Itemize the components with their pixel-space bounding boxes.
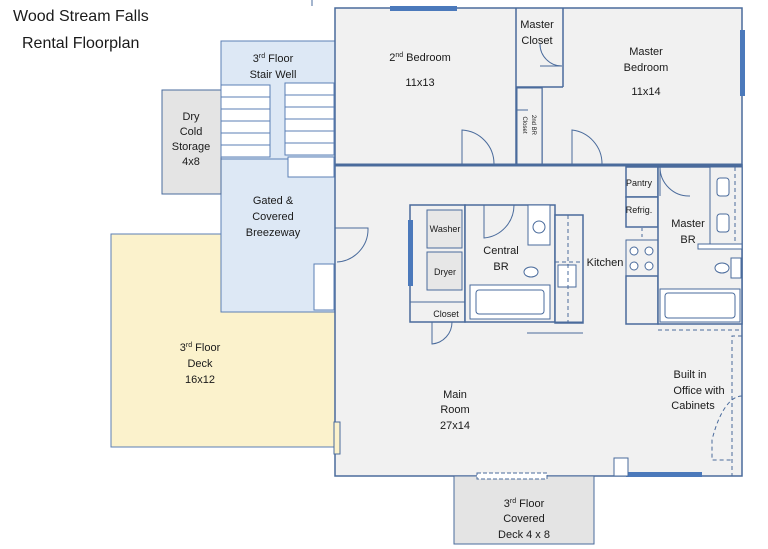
plan-title-line1: Wood Stream Falls	[13, 8, 149, 25]
pantry-box	[625, 166, 659, 198]
central-br-label-2: BR	[493, 261, 508, 273]
washer-box	[426, 209, 463, 249]
dry-cold-storage-area	[161, 89, 222, 195]
master-br-toilet-tank	[730, 257, 742, 279]
master-br-label-2: BR	[680, 234, 695, 246]
deck-label-1: 3rd Floor	[180, 342, 221, 354]
refrig-label: Refrig.	[626, 205, 653, 215]
kitchen-sink	[557, 264, 577, 288]
svg-text:Closet: Closet	[521, 116, 527, 133]
covered-deck-area	[453, 475, 595, 545]
main-room-label-2: Room	[440, 404, 469, 416]
closet-label: Closet	[433, 309, 459, 319]
master-br-sink-2	[716, 213, 730, 233]
central-br-label-1: Central	[483, 245, 518, 257]
office-label-1: Built in	[673, 369, 706, 381]
master-closet-label-1: Master	[520, 19, 554, 31]
master-br-label-1: Master	[671, 218, 705, 230]
main-room-label-1: Main	[443, 389, 467, 401]
plan-title-line2: Rental Floorplan	[22, 35, 140, 52]
second-br-closet-label: 2nd BR Closet	[521, 115, 536, 136]
stairs	[220, 82, 335, 178]
office-post	[613, 457, 629, 477]
covered-deck-label-1: 3rd Floor	[504, 498, 545, 510]
office-label-3: Cabinets	[671, 400, 715, 412]
refrig-box	[625, 196, 659, 228]
master-br-tub-inner	[664, 292, 736, 319]
central-br-door	[483, 204, 515, 239]
window-second-bedroom	[390, 6, 457, 11]
office-outline	[658, 329, 743, 476]
stair-well-label-2: Stair Well	[250, 69, 297, 81]
master-br-sink-1	[716, 177, 730, 197]
covered-deck-opening	[476, 472, 548, 480]
deck-label-2: Deck	[187, 358, 213, 370]
washer-label: Washer	[430, 224, 461, 234]
second-bedroom-label: 2nd Bedroom	[389, 52, 451, 64]
dry-storage-label-2: Cold	[180, 126, 203, 138]
upper-doors	[461, 43, 603, 165]
deck-window	[333, 421, 341, 455]
laundry-window	[408, 220, 413, 286]
kitchen-counter-right	[625, 275, 659, 325]
master-br-door	[659, 166, 691, 197]
svg-text:2nd BR: 2nd BR	[530, 115, 536, 136]
lower-doors	[335, 227, 453, 345]
stove-burners	[629, 246, 654, 271]
pantry-label: Pantry	[626, 178, 653, 188]
office-label-2: Office with	[673, 385, 724, 397]
breezeway-label-3: Breezeway	[246, 227, 301, 239]
master-br-shelf	[697, 243, 743, 250]
kitchen-label: Kitchen	[587, 257, 624, 269]
master-bedroom-label-2: Bedroom	[624, 62, 669, 74]
dry-storage-label-3: Storage	[172, 141, 211, 153]
breezeway-cabinet	[313, 263, 335, 311]
covered-deck-label-3: Deck 4 x 8	[498, 529, 550, 541]
master-br-toilet	[714, 262, 730, 274]
master-bedroom-label-1: Master	[629, 46, 663, 58]
central-br-tub-inner	[475, 289, 545, 315]
master-closet-label-2: Closet	[521, 35, 552, 47]
main-room-size: 27x14	[440, 420, 470, 432]
window-master-bedroom	[740, 30, 745, 96]
central-br-toilet	[523, 266, 539, 278]
stove-box	[625, 239, 659, 277]
dry-storage-size: 4x8	[182, 156, 200, 168]
dry-storage-label-1: Dry	[182, 111, 200, 123]
breezeway-label-1: Gated &	[253, 195, 294, 207]
second-br-closet-area	[516, 87, 543, 165]
master-bedroom-size: 11x14	[631, 86, 660, 98]
office-window	[626, 472, 702, 477]
central-br-sink	[532, 220, 546, 234]
dryer-box	[426, 251, 463, 291]
breezeway-label-2: Covered	[252, 211, 294, 223]
second-bedroom-size: 11x13	[405, 77, 434, 89]
deck-size: 16x12	[185, 374, 215, 386]
stair-well-label-1: 3rd Floor	[253, 53, 294, 65]
covered-deck-label-2: Covered	[503, 513, 545, 525]
dryer-label: Dryer	[434, 267, 456, 277]
